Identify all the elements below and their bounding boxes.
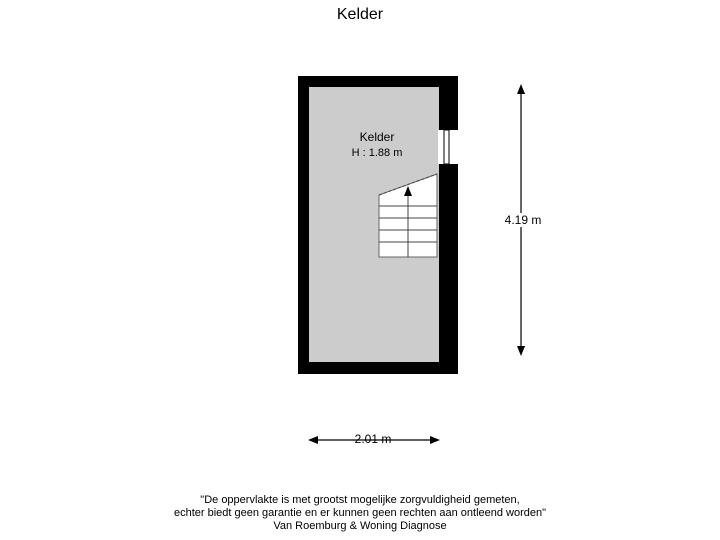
stair-direction-arrow — [404, 186, 412, 196]
window-opening — [438, 130, 458, 164]
width-dimension-line — [308, 436, 440, 444]
room-height-label: H : 1.88 m — [351, 147, 403, 159]
width-dimension-label: 2.01 m — [354, 432, 392, 446]
disclaimer-line: echter biedt geen garantie en er kunnen … — [173, 507, 547, 519]
room-name-label: Kelder — [359, 130, 395, 144]
disclaimer: "De oppervlakte is met grootst mogelijke… — [0, 494, 720, 533]
disclaimer-line: "De oppervlakte is met grootst mogelijke… — [200, 494, 520, 506]
height-dimension-label: 4.19 m — [496, 213, 550, 227]
window — [443, 129, 450, 165]
disclaimer-company: Van Roemburg & Woning Diagnose — [273, 520, 447, 532]
floor-title: Kelder — [336, 6, 384, 23]
staircase — [378, 173, 438, 258]
